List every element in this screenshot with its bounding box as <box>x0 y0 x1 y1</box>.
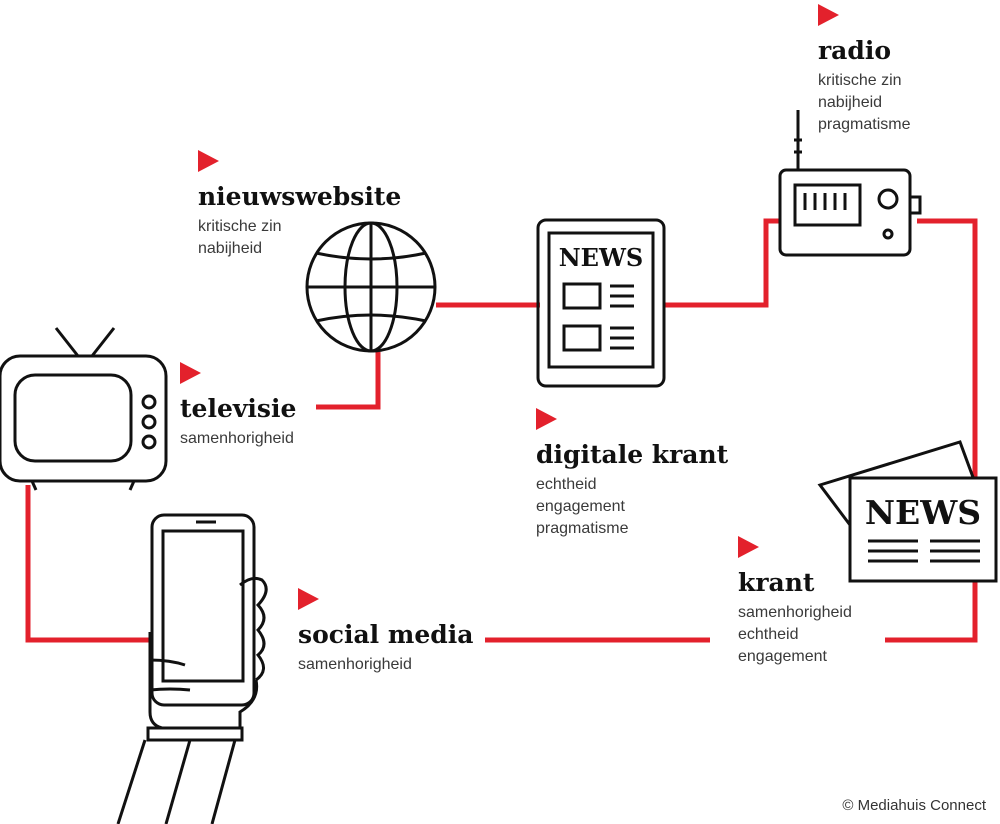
globe-icon <box>305 221 437 353</box>
trait: echtheid <box>536 476 597 493</box>
trait-list: samenhorigheid <box>180 428 296 450</box>
pointer-triangle <box>198 150 219 172</box>
channel-title: televisie <box>180 394 297 423</box>
channel-title: radio <box>818 36 892 65</box>
label-radio: radio kritische zin nabijheid pragmatism… <box>818 4 910 136</box>
copyright-notice: © Mediahuis Connect <box>842 797 986 814</box>
trait: pragmatisme <box>536 520 629 537</box>
label-nieuwswebsite: nieuwswebsite kritische zin nabijheid <box>198 150 401 260</box>
pointer-triangle <box>536 408 557 430</box>
channel-title: nieuwswebsite <box>198 182 402 211</box>
trait: engagement <box>536 498 625 515</box>
trait: pragmatisme <box>818 116 911 133</box>
label-digitale-krant: digitale krant echtheid engagement pragm… <box>536 408 728 540</box>
trait: samenhorigheid <box>738 604 852 621</box>
trait: samenhorigheid <box>180 430 294 447</box>
label-social-media: social media samenhorigheid <box>298 588 473 676</box>
newspaper-news-text: NEWS <box>865 493 981 532</box>
label-krant: krant samenhorigheid echtheid engagement <box>738 536 852 668</box>
trait: engagement <box>738 648 827 665</box>
trait: echtheid <box>738 626 799 643</box>
trait: nabijheid <box>818 94 883 111</box>
tablet-news-text: NEWS <box>559 243 644 272</box>
trait: kritische zin <box>818 72 902 89</box>
channel-title: krant <box>738 568 815 597</box>
trait: kritische zin <box>198 218 282 235</box>
trait-list: samenhorigheid echtheid engagement <box>738 602 852 668</box>
channel-title: social media <box>298 620 474 649</box>
trait-list: samenhorigheid <box>298 654 473 676</box>
pointer-triangle <box>298 588 319 610</box>
pointer-triangle <box>738 536 759 558</box>
pointer-triangle <box>180 362 201 384</box>
tv-icon <box>0 327 168 491</box>
radio-icon <box>778 110 922 257</box>
pointer-triangle <box>818 4 839 26</box>
newspaper-icon: NEWS <box>817 440 998 583</box>
trait-list: echtheid engagement pragmatisme <box>536 474 728 540</box>
channel-title: digitale krant <box>536 440 729 469</box>
smartphone-hand-icon <box>116 513 268 824</box>
connector-path <box>25 218 978 643</box>
trait-list: kritische zin nabijheid pragmatisme <box>818 70 910 136</box>
label-televisie: televisie samenhorigheid <box>180 362 296 450</box>
tablet-news-icon: NEWS <box>536 218 666 388</box>
trait-list: kritische zin nabijheid <box>198 216 401 260</box>
trait: samenhorigheid <box>298 656 412 673</box>
trait: nabijheid <box>198 240 263 257</box>
